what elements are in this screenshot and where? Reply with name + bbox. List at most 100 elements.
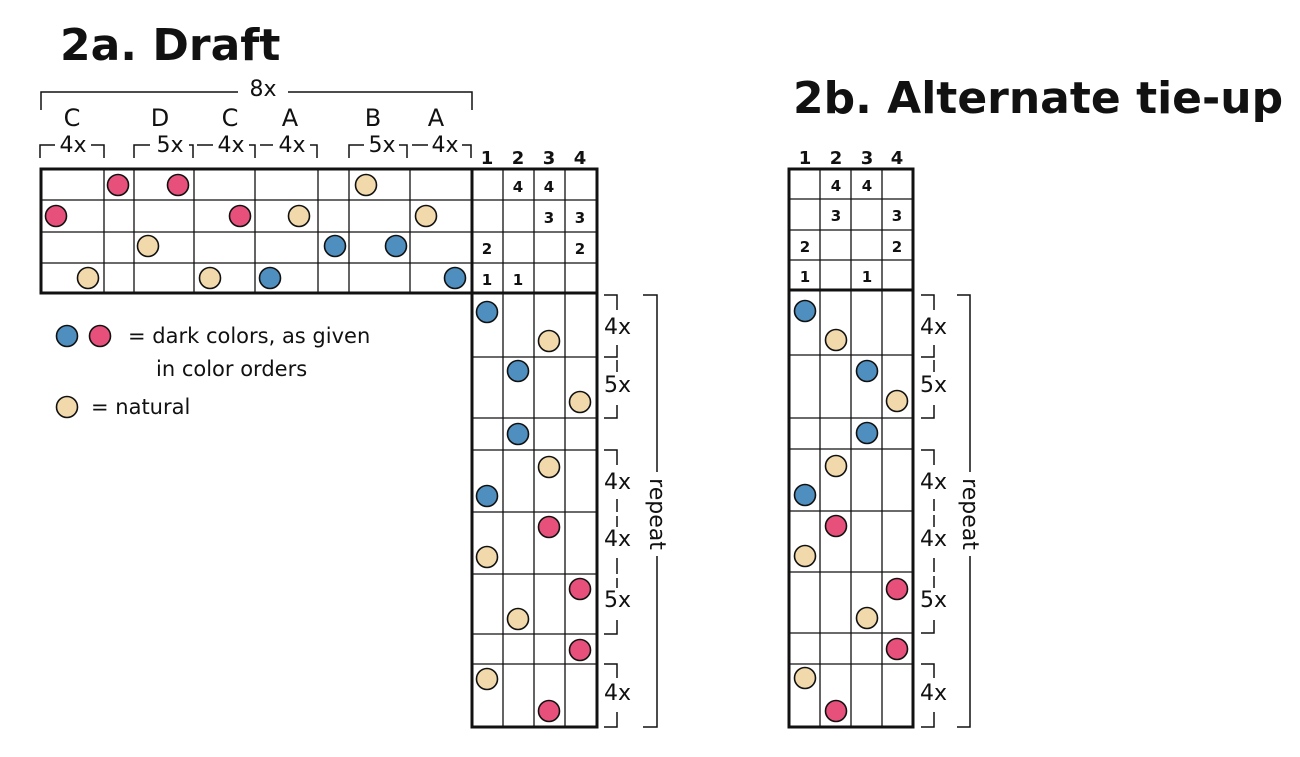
blue-dot [258, 266, 282, 290]
weft-repeat-label: 4x [920, 527, 947, 552]
natural-dot [136, 234, 160, 258]
dots-alt-treadling [793, 299, 909, 723]
natural-dot [506, 607, 530, 631]
pink-dot [166, 173, 190, 197]
block-repeat-label: 4x [59, 133, 86, 158]
weft-repeat-label: 4x [604, 470, 631, 495]
natural-dot [414, 204, 438, 228]
shaft-number: 3 [543, 148, 556, 169]
blue-dot [475, 300, 499, 324]
block-repeat-brackets [39, 144, 472, 158]
weft-repeat-label: 4x [920, 681, 947, 706]
block-letter: A [428, 104, 445, 132]
shaft-number: 3 [861, 148, 874, 169]
weft-repeat-label: 4x [604, 527, 631, 552]
legend-dark-text: = dark colors, as given [128, 324, 370, 348]
tieup-cell: 1 [482, 271, 492, 289]
block-repeat-labels: 4x 5x 4x 4x 5x 4x [59, 133, 458, 158]
repeat-label: repeat [644, 478, 669, 550]
pink-dot [106, 173, 130, 197]
tieup-cell: 2 [575, 240, 585, 258]
total-repeat-bracket [40, 91, 473, 110]
blue-dot [475, 484, 499, 508]
tieup-cells: 4 4 3 3 2 2 1 1 [482, 178, 585, 289]
alt-shaft-numbers: 1 2 3 4 [799, 148, 904, 169]
blue-dot [443, 266, 467, 290]
block-repeat-label: 4x [431, 133, 458, 158]
natural-dot [793, 544, 817, 568]
legend-blue-swatch [55, 324, 79, 348]
tieup-cell: 1 [800, 268, 810, 286]
natural-dot [793, 666, 817, 690]
alt-treadling-grid [787, 288, 915, 729]
blue-dot [506, 422, 530, 446]
shaft-number: 4 [574, 148, 587, 169]
natural-dot [568, 390, 592, 414]
weft-repeat-labels: 4x 5x 4x 4x 5x 4x [604, 315, 631, 706]
tieup-cell: 3 [892, 207, 902, 225]
natural-dot [537, 455, 561, 479]
weft-repeat-label: 5x [604, 373, 631, 398]
natural-dot [475, 545, 499, 569]
pink-dot [885, 577, 909, 601]
blue-dot [793, 299, 817, 323]
pink-dot [44, 204, 68, 228]
natural-dot [475, 667, 499, 691]
weft-repeat-label: 4x [920, 470, 947, 495]
block-repeat-label: 4x [217, 133, 244, 158]
total-repeat-label: 8x [249, 77, 276, 102]
weft-repeat-label: 5x [604, 588, 631, 613]
alt-repeat-label: repeat [957, 478, 982, 550]
pink-dot [824, 514, 848, 538]
tieup-cell: 3 [575, 209, 585, 227]
pink-dot [568, 638, 592, 662]
block-repeat-label: 5x [368, 133, 395, 158]
pink-dot [568, 577, 592, 601]
natural-dot [824, 328, 848, 352]
alternate-title: 2b. Alternate tie-up [793, 73, 1283, 124]
alt-tieup-cells: 4 4 3 3 2 2 1 1 [800, 177, 902, 286]
block-letter: C [64, 104, 81, 132]
tieup-cell: 2 [800, 238, 810, 256]
natural-dot [287, 204, 311, 228]
tieup-cell: 1 [513, 271, 523, 289]
dots-treadling [475, 300, 592, 723]
shaft-number: 4 [891, 148, 904, 169]
weft-repeat-label: 5x [920, 373, 947, 398]
tieup-cell: 4 [831, 177, 841, 195]
weft-repeat-label: 4x [920, 315, 947, 340]
block-letter: D [151, 104, 169, 132]
weft-repeat-label: 4x [604, 315, 631, 340]
legend-pink-swatch [88, 324, 112, 348]
treadling-grid [470, 291, 599, 729]
tieup-cell: 4 [544, 178, 554, 196]
natural-dot [885, 389, 909, 413]
shaft-number: 2 [830, 148, 843, 169]
blue-dot [793, 483, 817, 507]
shaft-number: 1 [799, 148, 812, 169]
block-letter: A [282, 104, 299, 132]
pink-dot [824, 699, 848, 723]
weft-repeat-brackets [604, 294, 658, 728]
pink-dot [537, 699, 561, 723]
tieup-cell: 3 [831, 207, 841, 225]
legend: = dark colors, as given in color orders … [55, 324, 370, 419]
tieup-cell: 2 [482, 240, 492, 258]
alt-weft-repeat-brackets [921, 294, 971, 728]
threading-grid [39, 167, 474, 295]
natural-dot [537, 329, 561, 353]
blue-dot [855, 421, 879, 445]
legend-dark-text-cont: in color orders [156, 357, 307, 381]
weft-repeat-label: 4x [604, 681, 631, 706]
shaft-number: 2 [512, 148, 525, 169]
legend-natural-text: = natural [91, 395, 190, 419]
block-repeat-label: 4x [278, 133, 305, 158]
natural-dot [824, 454, 848, 478]
natural-dot [198, 266, 222, 290]
tieup-cell: 3 [544, 209, 554, 227]
tieup-cell: 1 [862, 268, 872, 286]
tieup-grid [470, 167, 599, 295]
blue-dot [384, 234, 408, 258]
pink-dot [537, 515, 561, 539]
